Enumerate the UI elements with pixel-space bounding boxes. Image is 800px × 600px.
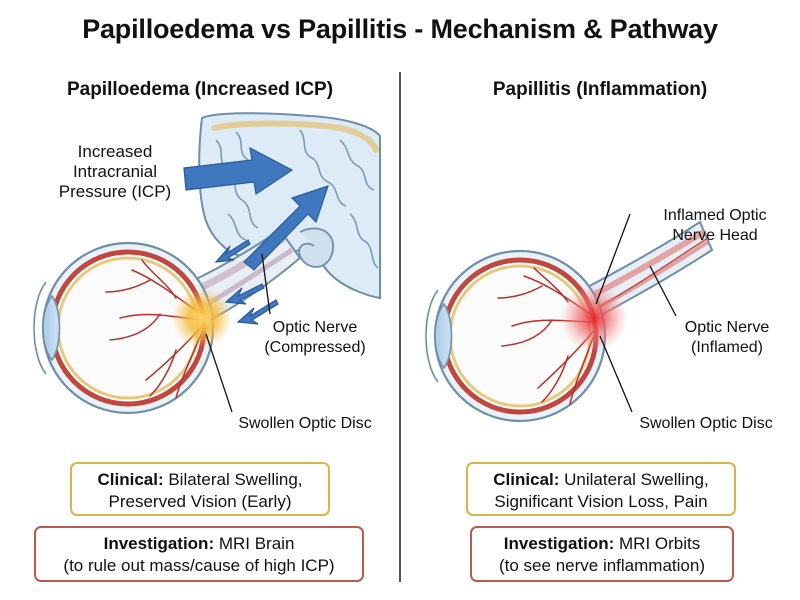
- label-increased-icp: Increased Intracranial Pressure (ICP): [58, 142, 172, 201]
- leader-swollen-disc-left: [205, 333, 233, 413]
- compression-arrow-2: [224, 283, 265, 305]
- leader-optic-nerve-right: [649, 265, 677, 317]
- left-panel-heading: Papilloedema (Increased ICP): [66, 79, 334, 100]
- left-eye-illustration: [33, 228, 302, 415]
- left-investigation-text: MRI Brain (to rule out mass/cause of hig…: [63, 534, 335, 575]
- label-swollen-optic-disc-left: Swollen Optic Disc: [238, 415, 372, 432]
- right-clinical-label: Clinical:: [493, 470, 560, 489]
- leader-optic-nerve-left: [261, 253, 271, 315]
- panel-divider: [399, 72, 401, 582]
- label-optic-nerve-compressed: Optic Nerve (Compressed): [264, 319, 366, 356]
- right-clinical-text: Unilateral Swelling, Significant Vision …: [494, 470, 709, 511]
- left-clinical-box: Clinical: Bilateral Swelling, Preserved …: [70, 462, 330, 516]
- left-investigation-box: Investigation: MRI Brain (to rule out ma…: [34, 526, 364, 582]
- leader-nerve-head-right: [595, 213, 631, 305]
- compression-arrow-1: [214, 239, 251, 263]
- inflamed-disc-glow-right: [560, 284, 628, 352]
- right-clinical-box: Clinical: Unilateral Swelling, Significa…: [466, 462, 736, 516]
- icp-arrows: [183, 146, 329, 325]
- label-optic-nerve-inflamed: Optic Nerve (Inflamed): [684, 319, 770, 356]
- compression-arrow-3: [236, 299, 279, 325]
- label-inflamed-optic-nerve-head: Inflamed Optic Nerve Head: [663, 207, 767, 244]
- right-panel-heading: Papillitis (Inflammation): [492, 79, 708, 100]
- page-title: Papilloedema vs Papillitis - Mechanism &…: [82, 14, 718, 44]
- label-swollen-optic-disc-right: Swollen Optic Disc: [639, 415, 773, 432]
- right-investigation-box: Investigation: MRI Orbits (to see nerve …: [470, 526, 734, 582]
- right-investigation-label: Investigation:: [503, 534, 615, 553]
- left-clinical-label: Clinical:: [97, 470, 164, 489]
- left-clinical-text: Bilateral Swelling, Preserved Vision (Ea…: [108, 470, 303, 511]
- left-investigation-label: Investigation:: [103, 534, 215, 553]
- right-investigation-text: MRI Orbits (to see nerve inflammation): [499, 534, 705, 575]
- leader-swollen-disc-right: [599, 335, 633, 413]
- swollen-disc-glow-left: [172, 288, 232, 348]
- right-eye-illustration: [425, 220, 714, 423]
- icp-pressure-arrow: [183, 146, 294, 196]
